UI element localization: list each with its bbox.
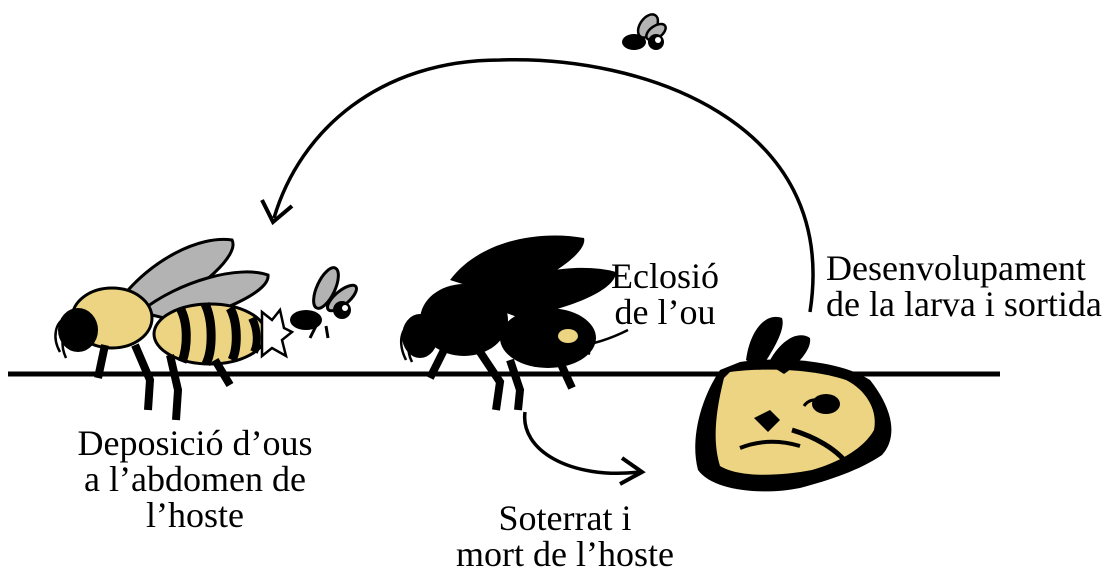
label-eclosion: Eclosió de l’ou (590, 258, 740, 330)
burial-arrow (525, 412, 640, 473)
buried-bee-icon (695, 317, 891, 492)
label-oviposition: Deposició d’ous a l’abdomen de l’hoste (40, 425, 350, 533)
phorid-fly-icon (290, 264, 360, 338)
label-development: Desenvolupament de la larva i sortida (826, 250, 1108, 322)
label-eclosion-line-2: de l’ou (590, 294, 740, 330)
label-burial-line-2: mort de l’hoste (435, 536, 695, 572)
emerging-fly-icon (622, 11, 668, 50)
label-oviposition-line-2: a l’abdomen de (40, 461, 350, 497)
burial-arrowhead (620, 458, 642, 484)
infected-bee-silhouette-icon (401, 235, 616, 410)
label-oviposition-line-1: Deposició d’ous (40, 425, 350, 461)
label-oviposition-line-3: l’hoste (40, 497, 350, 533)
label-development-line-1: Desenvolupament (826, 250, 1108, 286)
honeybee-icon (55, 239, 292, 420)
label-eclosion-line-1: Eclosió (590, 258, 740, 294)
label-development-line-2: de la larva i sortida (826, 286, 1108, 322)
label-burial-line-1: Soterrat i (435, 500, 695, 536)
label-burial: Soterrat i mort de l’hoste (435, 500, 695, 572)
